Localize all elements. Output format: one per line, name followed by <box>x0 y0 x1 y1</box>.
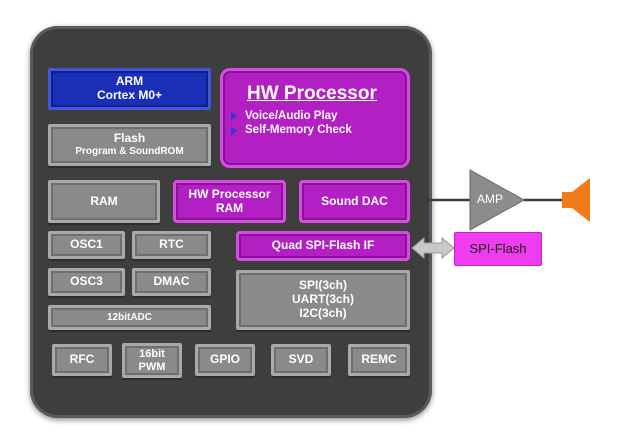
rtc-label: RTC <box>159 237 184 252</box>
arm-cortex-block: ARM Cortex M0+ <box>48 68 211 110</box>
bullet-arrow-icon <box>231 126 237 135</box>
quad-spi-flash-if-label: Quad SPI-Flash IF <box>271 238 375 253</box>
amp-triangle <box>469 169 526 231</box>
pwm-block: 16bit PWM <box>122 343 182 378</box>
flash-block: Flash Program & SoundROM <box>48 124 211 166</box>
feature-label: Self-Memory Check <box>245 124 352 137</box>
uart-label: UART(3ch) <box>292 292 354 307</box>
ram-label: RAM <box>90 193 118 208</box>
feature-voice-audio: Voice/Audio Play <box>231 110 337 123</box>
gpio-label: GPIO <box>209 352 240 367</box>
hw-processor-block: HW Processor Voice/Audio Play Self-Memor… <box>220 68 410 168</box>
rtc-block: RTC <box>132 231 211 259</box>
osc3-block: OSC3 <box>48 268 125 296</box>
hw-processor-title: HW Processor <box>247 83 377 104</box>
amp-label: AMP <box>476 192 503 207</box>
adc-block: 12bitADC <box>48 305 211 330</box>
feature-label: Voice/Audio Play <box>245 109 338 122</box>
hw-processor-ram-label: HW Processor <box>188 186 271 201</box>
pwm-bits-label: 16bit <box>139 347 165 360</box>
spi-flash-block: SPI-Flash <box>454 232 542 266</box>
osc3-label: OSC3 <box>70 274 103 289</box>
flash-sublabel: Program & SoundROM <box>75 146 184 158</box>
gpio-block: GPIO <box>195 344 255 376</box>
osc1-block: OSC1 <box>48 231 125 259</box>
svd-label: SVD <box>288 352 314 367</box>
hw-processor-ram-block: HW Processor RAM <box>173 180 286 223</box>
adc-label: 12bitADC <box>106 311 152 323</box>
remc-label: REMC <box>361 352 397 367</box>
osc1-label: OSC1 <box>70 237 103 252</box>
dmac-block: DMAC <box>132 268 211 296</box>
arm-label: ARM <box>115 74 144 89</box>
sound-dac-label: Sound DAC <box>321 193 388 208</box>
amp-label-wrap: AMP <box>470 188 510 212</box>
serial-interfaces-block: SPI(3ch) UART(3ch) I2C(3ch) <box>236 270 410 330</box>
spi-flash-label: SPI-Flash <box>469 240 527 256</box>
svd-block: SVD <box>271 344 331 376</box>
quad-spi-flash-if-block: Quad SPI-Flash IF <box>236 231 410 261</box>
flash-label: Flash <box>113 131 146 146</box>
dmac-label: DMAC <box>153 274 190 289</box>
i2c-label: I2C(3ch) <box>299 305 347 320</box>
bullet-arrow-icon <box>231 112 237 121</box>
speaker-icon <box>562 178 590 222</box>
pwm-label: PWM <box>138 360 166 373</box>
ram-block: RAM <box>48 180 160 223</box>
rfc-block: RFC <box>52 344 112 376</box>
rfc-label: RFC <box>69 352 95 367</box>
feature-self-memory: Self-Memory Check <box>231 124 352 137</box>
sound-dac-block: Sound DAC <box>299 180 410 223</box>
arm-core-label: Cortex M0+ <box>96 88 163 102</box>
hw-processor-ram-sublabel: RAM <box>215 200 244 215</box>
spi-label: SPI(3ch) <box>298 278 347 293</box>
bidirectional-arrow-icon <box>411 236 455 260</box>
remc-block: REMC <box>348 344 410 376</box>
